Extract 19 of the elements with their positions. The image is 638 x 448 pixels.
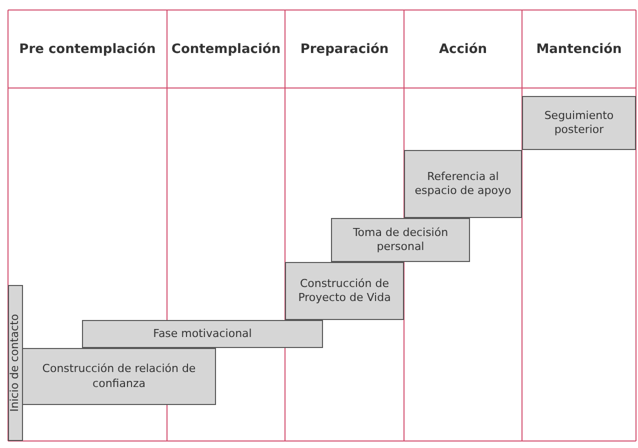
stage-label: Construcción de relación de confianza xyxy=(41,362,197,391)
column-header: Pre contemplación xyxy=(19,42,156,56)
column-header: Preparación xyxy=(300,42,389,56)
stage-label: Seguimiento posterior xyxy=(543,108,615,138)
stage-label: Toma de decisión personal xyxy=(352,226,450,254)
stage-bar xyxy=(331,218,470,262)
column-header: Acción xyxy=(438,42,488,56)
column-header: Mantención xyxy=(536,42,622,56)
stage-label: Referencia al espacio de apoyo xyxy=(414,170,512,198)
column-header: Contemplación xyxy=(171,42,281,56)
stage-label: Construcción de Proyecto de Vida xyxy=(297,276,392,306)
stage-bar xyxy=(285,262,404,320)
stage-bar xyxy=(522,96,636,150)
stage-label: Inicio de contacto xyxy=(8,314,22,412)
stage-bar xyxy=(82,320,323,348)
stage-bar xyxy=(8,285,23,441)
stage-bar xyxy=(404,150,522,218)
stage-bar xyxy=(22,348,216,405)
stage-label: Fase motivacional xyxy=(153,326,252,342)
